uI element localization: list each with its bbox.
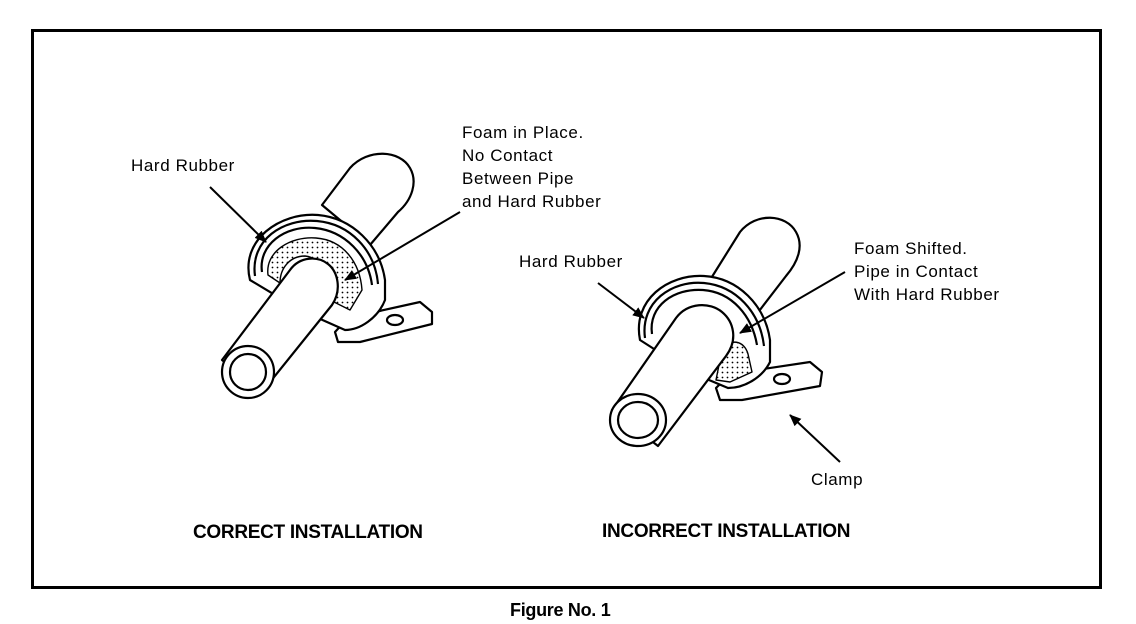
- caption-incorrect-installation: INCORRECT INSTALLATION: [602, 521, 851, 542]
- label-correct-foam: Foam in Place. No Contact Between Pipe a…: [462, 123, 602, 211]
- arrow-correct-foam: [344, 211, 461, 281]
- arrow-correct-hard-rubber: [209, 186, 267, 243]
- label-clamp: Clamp: [811, 470, 864, 489]
- figure-frame: [31, 29, 1102, 589]
- label-correct-hard-rubber: Hard Rubber: [131, 156, 235, 175]
- correct-foam: [267, 237, 363, 311]
- label-incorrect-foam: Foam Shifted. Pipe in Contact With Hard …: [854, 239, 1000, 304]
- correct-installation-drawing: [220, 152, 434, 400]
- arrow-clamp: [789, 414, 841, 463]
- leader-arrows: [209, 186, 846, 463]
- caption-correct-installation: CORRECT INSTALLATION: [193, 522, 423, 543]
- arrow-incorrect-hard-rubber: [597, 282, 645, 319]
- incorrect-installation-drawing: [608, 216, 824, 448]
- arrow-incorrect-foam: [739, 271, 846, 334]
- figure-caption: Figure No. 1: [510, 600, 611, 620]
- label-incorrect-hard-rubber: Hard Rubber: [519, 252, 623, 271]
